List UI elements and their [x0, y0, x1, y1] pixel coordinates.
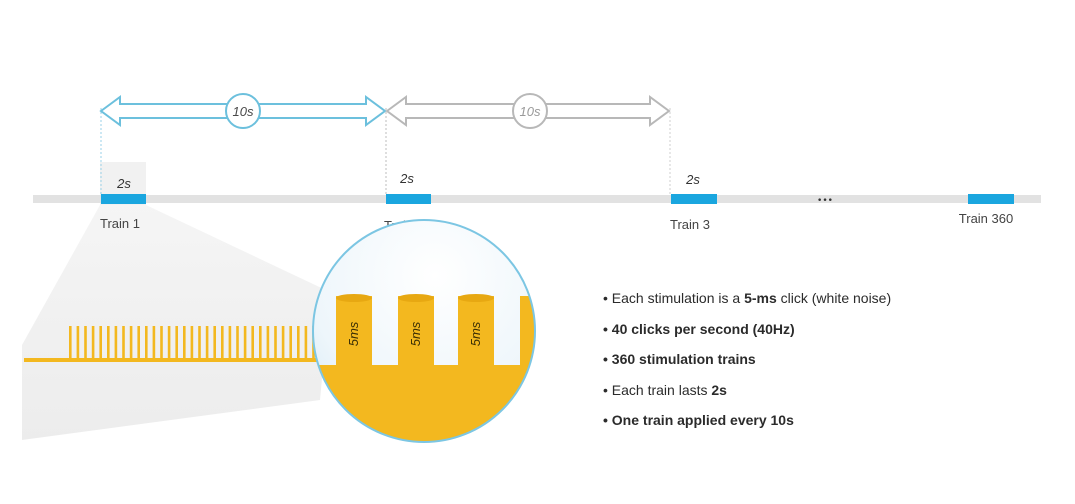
pulse-tooth: [69, 326, 72, 360]
train-block-360: [968, 194, 1014, 204]
timeline-bar: [33, 195, 1041, 203]
lens-pulse-1-cap: [336, 294, 372, 302]
interval-arrow-2: [385, 93, 671, 129]
bullet-train-count: • 360 stimulation trains: [603, 351, 756, 367]
lens-pulse-3: [458, 296, 494, 371]
pulse-tooth: [137, 326, 140, 360]
lens-pulse-2: [398, 296, 434, 371]
train-label-3: Train 3: [670, 217, 710, 232]
ellipsis: •••: [817, 196, 833, 206]
pulse-tooth: [145, 326, 148, 360]
magnifier-lens: 5ms 5ms 5ms: [312, 219, 536, 443]
pulse-tooth: [122, 326, 125, 360]
duration-label-3: 2s: [685, 172, 700, 187]
lens-border: [312, 219, 536, 443]
pulse-tooth: [76, 326, 80, 360]
zoom-projection: [22, 205, 330, 440]
bullet-train-duration: • Each train lasts 2s: [603, 381, 727, 398]
pulse-tooth: [289, 326, 292, 360]
pulse-tooth: [167, 326, 171, 360]
pulse-tooth: [91, 326, 95, 360]
pulse-tooth: [274, 326, 277, 360]
interval-arrow-1: [99, 93, 387, 129]
train-block-3: [671, 194, 717, 204]
pulse-tooth: [243, 326, 247, 360]
pulse-tooth: [160, 326, 163, 360]
bullet-click-rate: • 40 clicks per second (40Hz): [603, 320, 795, 337]
pulse-tooth: [190, 326, 194, 360]
train-block-2: [386, 194, 431, 204]
pulse-tooth: [114, 326, 118, 360]
pulse-train: [69, 326, 323, 360]
pulse-tooth: [175, 326, 178, 360]
train-label-1: Train 1: [100, 216, 140, 231]
pulse-tooth: [99, 326, 102, 360]
lens-pulse-2-cap: [398, 294, 434, 302]
pulse-tooth: [297, 326, 300, 360]
lens-pulse-1: [336, 296, 372, 371]
pulse-tooth: [236, 326, 239, 360]
pulse-width-label-1: 5ms: [346, 321, 361, 346]
pulse-baseline: [24, 358, 324, 362]
pulse-tooth: [107, 326, 110, 360]
pulse-tooth: [266, 326, 270, 360]
pulse-tooth: [198, 326, 201, 360]
pulse-tooth: [213, 326, 216, 360]
pulse-tooth: [259, 326, 262, 360]
pulse-tooth: [183, 326, 186, 360]
pulse-tooth: [251, 326, 254, 360]
duration-label-1: 2s: [116, 176, 131, 191]
lens-pulse-4: [520, 296, 535, 371]
duration-label-2: 2s: [399, 171, 414, 186]
pulse-tooth: [304, 326, 308, 360]
pulse-tooth: [205, 326, 209, 360]
train-label-360: Train 360: [959, 211, 1013, 226]
pulse-tooth: [281, 326, 285, 360]
pulse-tooth: [152, 326, 156, 360]
pulse-tooth: [221, 326, 224, 360]
interval-label-2: 10s: [520, 104, 541, 119]
pulse-width-label-2: 5ms: [408, 321, 423, 346]
bullet-click-type: • Each stimulation is a 5-ms click (whit…: [603, 290, 892, 306]
pulse-tooth: [129, 326, 133, 360]
train-block-1: [101, 194, 146, 204]
interval-label-1: 10s: [233, 104, 254, 119]
lens-pulse-3-cap: [458, 294, 494, 302]
pulse-tooth: [228, 326, 232, 360]
pulse-width-label-3: 5ms: [468, 321, 483, 346]
bullet-train-interval: • One train applied every 10s: [603, 412, 794, 428]
protocol-summary: • Each stimulation is a 5-ms click (whit…: [603, 290, 891, 443]
pulse-tooth: [84, 326, 87, 360]
